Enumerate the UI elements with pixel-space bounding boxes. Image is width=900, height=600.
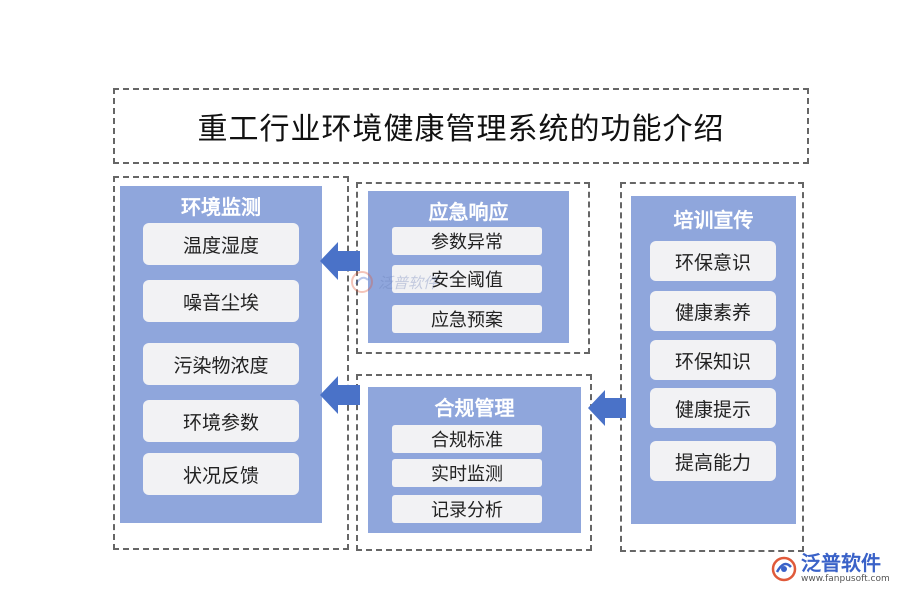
fanpu-logo-icon <box>351 271 373 293</box>
compliance-title: 合规管理 <box>434 396 515 420</box>
page-title: 重工行业环境健康管理系统的功能介绍 <box>197 112 725 147</box>
emergency-item: 参数异常 <box>392 227 542 255</box>
brand-url: www.fanpusoft.com <box>801 574 890 584</box>
monitor-item: 温度湿度 <box>143 223 299 265</box>
training-item: 健康提示 <box>650 388 776 428</box>
monitor-panel: 环境监测 温度湿度 噪音尘埃 污染物浓度 环境参数 状况反馈 <box>120 186 322 523</box>
monitor-item: 污染物浓度 <box>143 343 299 385</box>
monitor-item: 噪音尘埃 <box>143 280 299 322</box>
monitor-group-box <box>113 176 349 550</box>
center-watermark-text: 泛普软件 <box>378 273 439 292</box>
fanpu-logo-icon <box>771 556 797 581</box>
arrow-emergency-to-monitor-icon <box>320 242 360 280</box>
compliance-item: 合规标准 <box>392 425 542 453</box>
training-panel: 培训宣传 环保意识 健康素养 环保知识 健康提示 提高能力 <box>631 196 796 524</box>
training-item: 健康素养 <box>650 291 776 331</box>
monitor-title: 环境监测 <box>181 195 261 219</box>
emergency-item: 安全阈值 <box>392 265 542 293</box>
emergency-panel: 应急响应 参数异常 安全阈值 应急预案 <box>368 191 569 343</box>
title-box: 重工行业环境健康管理系统的功能介绍 <box>113 88 809 164</box>
arrow-training-to-compliance-icon <box>588 390 626 426</box>
brand-watermark: 泛普软件 www.fanpusoft.com <box>770 552 890 585</box>
monitor-item: 状况反馈 <box>143 453 299 495</box>
compliance-item: 实时监测 <box>392 459 542 487</box>
compliance-item: 记录分析 <box>392 495 542 523</box>
emergency-title: 应急响应 <box>428 200 509 224</box>
emergency-item: 应急预案 <box>392 305 542 333</box>
compliance-group-box <box>356 374 592 551</box>
brand-name: 泛普软件 <box>801 551 881 575</box>
center-watermark: 泛普软件 <box>350 270 438 294</box>
training-title: 培训宣传 <box>673 208 754 232</box>
training-item: 提高能力 <box>650 441 776 481</box>
training-item: 环保知识 <box>650 340 776 380</box>
compliance-panel: 合规管理 合规标准 实时监测 记录分析 <box>368 387 581 533</box>
arrow-compliance-to-monitor-icon <box>320 376 360 414</box>
training-item: 环保意识 <box>650 241 776 281</box>
training-group-box <box>620 182 804 552</box>
monitor-item: 环境参数 <box>143 400 299 442</box>
